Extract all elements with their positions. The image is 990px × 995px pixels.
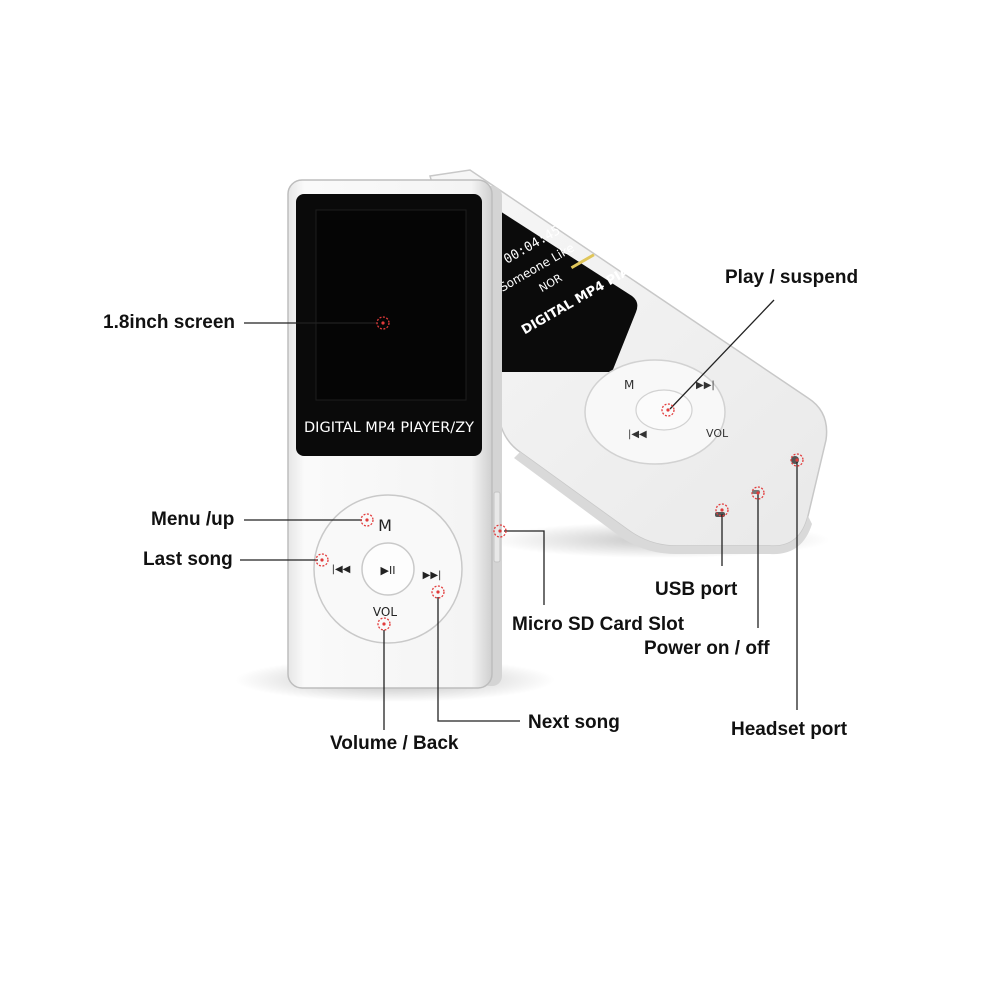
marker-usb [715, 503, 729, 517]
leader-micro-sd [504, 530, 545, 605]
back-center-button[interactable] [635, 389, 693, 431]
marker-dot-volume [382, 622, 386, 626]
label-menu-up: Menu /up [151, 509, 235, 530]
marker-next-song [431, 585, 445, 599]
marker-volume [377, 617, 391, 631]
leader-next-song [437, 597, 520, 722]
marker-dot-micro-sd [498, 529, 502, 533]
marker-last-song [315, 553, 329, 567]
marker-headset [790, 453, 804, 467]
label-volume-back: Volume / Back [330, 733, 459, 754]
marker-dot-last-song [320, 558, 324, 562]
back-screen-track: 15 [599, 241, 618, 259]
marker-screen [376, 316, 390, 330]
marker-dot-next-song [436, 590, 440, 594]
label-play-suspend: Play / suspend [725, 267, 859, 288]
label-screen: 1.8inch screen [103, 312, 236, 333]
front-screen [315, 209, 467, 401]
label-last-song: Last song [143, 549, 233, 570]
marker-dot-menu [365, 518, 369, 522]
device-back: 00:04:45 Someone Like NOR 15 DIGITAL MP4… [429, 169, 830, 558]
label-next-song: Next song [528, 712, 620, 733]
marker-dot-power [756, 491, 760, 495]
back-vol-key: VOL [706, 427, 729, 440]
leader-lines [240, 299, 798, 730]
micro-sd-slot [493, 491, 501, 563]
marker-dot-screen [381, 321, 385, 325]
marker-dot-headset [795, 458, 799, 462]
marker-menu [360, 513, 374, 527]
back-menu-key: M [624, 378, 634, 392]
back-prev-icon: |◀◀ [628, 429, 647, 440]
marker-micro-sd [493, 524, 507, 538]
marker-power [751, 486, 765, 500]
next-track-icon: ▶▶| [423, 570, 442, 581]
marker-dot-play [666, 408, 670, 412]
label-headset-port: Headset port [731, 719, 848, 740]
device-front: DIGITAL MP4 PIAYER/ZY ▶II M VOL |◀◀ ▶▶| [235, 179, 555, 702]
back-next-icon: ▶▶| [696, 380, 715, 391]
marker-play [661, 403, 675, 417]
marker-dot-usb [720, 508, 724, 512]
device-back-screen [492, 206, 638, 372]
label-usb-port: USB port [655, 579, 738, 600]
front-center-button[interactable] [361, 542, 415, 596]
front-brand: DIGITAL MP4 PIAYER/ZY [304, 420, 474, 436]
label-micro-sd: Micro SD Card Slot [512, 614, 685, 635]
back-screen-progress [570, 253, 595, 270]
previous-track-icon: |◀◀ [332, 564, 351, 575]
marker-dots [320, 321, 799, 626]
front-vol-key: VOL [373, 605, 397, 619]
front-menu-key: M [378, 516, 392, 535]
leader-play [669, 299, 775, 410]
play-pause-icon: ▶II [381, 564, 396, 577]
markers [315, 316, 804, 631]
label-power: Power on / off [644, 638, 770, 659]
